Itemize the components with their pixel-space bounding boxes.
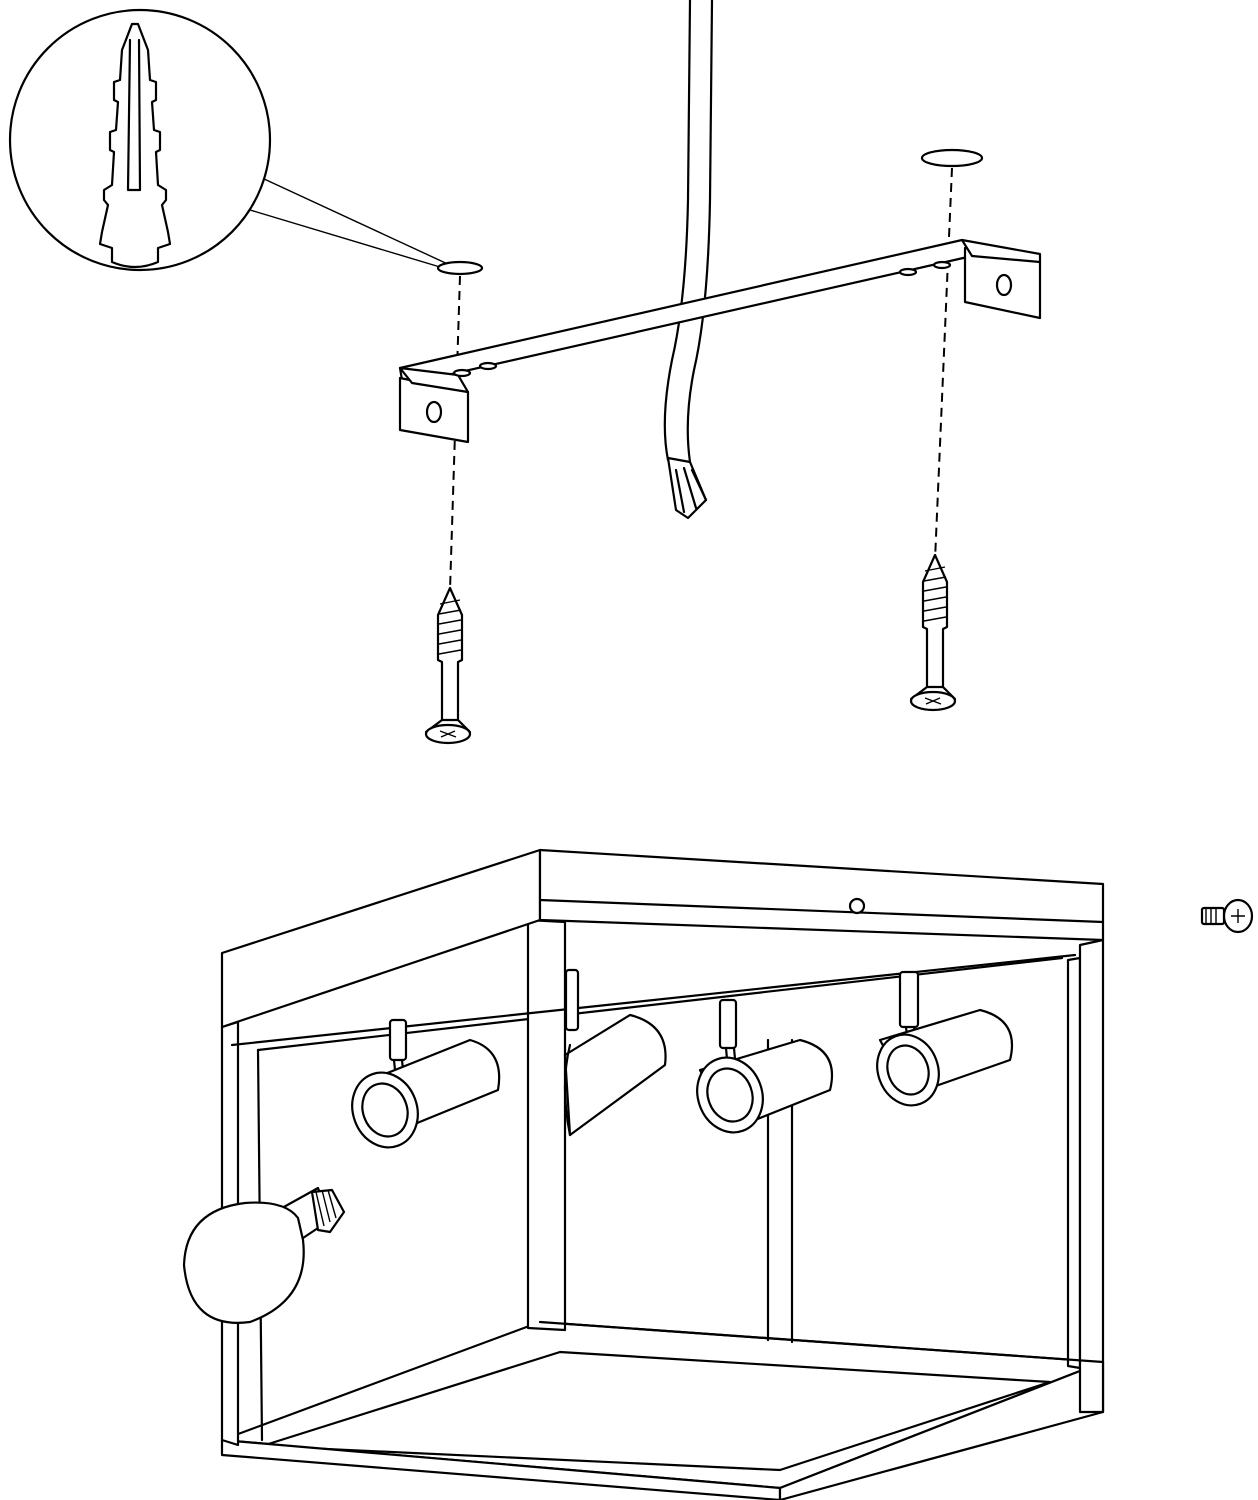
wall-plug-icon: [98, 22, 172, 269]
screw-left-icon: [424, 586, 472, 745]
fixing-hole: [848, 897, 866, 915]
screw-right-icon: [909, 553, 957, 712]
ceiling-hole-left: [436, 260, 484, 276]
ceiling-light-fixture: [220, 848, 1105, 1500]
spotlight-2: [563, 968, 667, 1137]
ceiling-hole-right: [920, 148, 984, 168]
mounting-bracket: [398, 238, 1042, 444]
spotlight-4: [876, 970, 1014, 1107]
spotlight-3: [696, 998, 834, 1134]
light-bulb-icon: [182, 1186, 346, 1324]
spotlight-1: [351, 1018, 501, 1149]
small-screw-icon: [1200, 898, 1254, 934]
wall-plug-detail-callout: [8, 8, 453, 272]
power-cable: [663, 0, 714, 520]
